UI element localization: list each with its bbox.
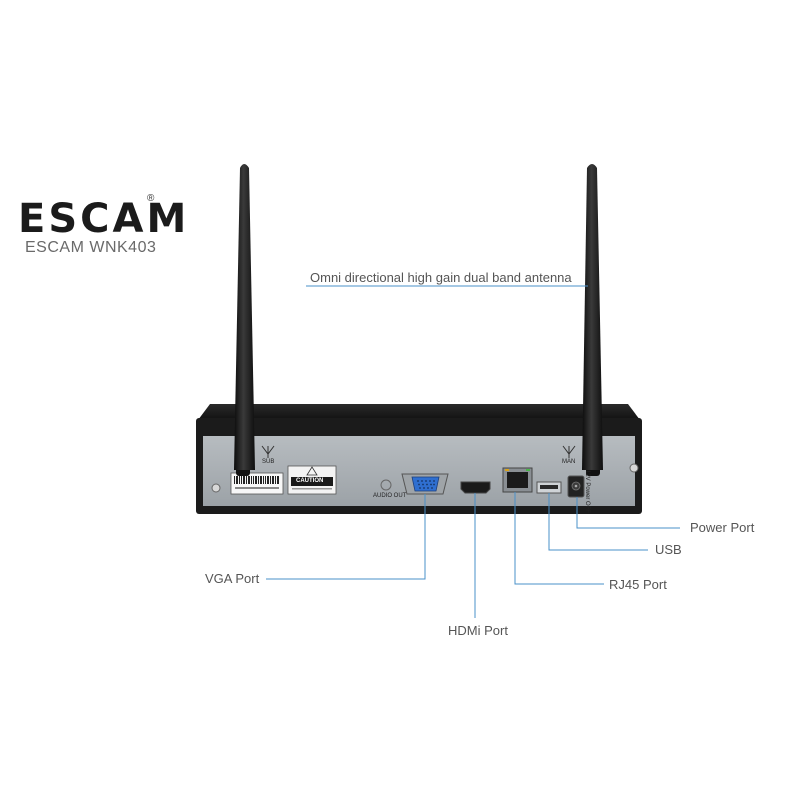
usb-callout-line xyxy=(548,493,648,551)
callout-lines xyxy=(266,285,680,618)
right-antenna xyxy=(582,164,603,476)
audio-out-jack xyxy=(380,479,392,491)
power-spec-label: 12V Power OFF xyxy=(584,470,590,514)
hdmi-port xyxy=(460,481,491,494)
screw xyxy=(629,463,639,473)
antenna-symbol-icon xyxy=(261,445,576,458)
left-antenna xyxy=(234,164,255,476)
audio-out-label: AUDIO OUT xyxy=(373,493,407,499)
antenna-callout-label: Omni directional high gain dual band ant… xyxy=(310,270,572,285)
brand-logo: ESCAM xyxy=(18,196,190,242)
caution-bar xyxy=(291,477,333,486)
vga-callout-line xyxy=(266,494,426,580)
device-top xyxy=(198,404,640,420)
usb-label: USB xyxy=(655,542,682,557)
screw xyxy=(211,483,221,493)
man-antenna-label: MAN xyxy=(562,459,576,465)
hdmi-port-label: HDMi Port xyxy=(448,623,508,638)
vga-port-label: VGA Port xyxy=(205,571,260,586)
rj45-callout-line xyxy=(514,492,604,585)
power-port-label: Power Port xyxy=(690,520,755,535)
power-callout-line xyxy=(576,497,680,529)
caution-label: CAUTION xyxy=(296,478,324,484)
model-name: ESCAM WNK403 xyxy=(25,239,157,256)
rj45-port-label: RJ45 Port xyxy=(609,577,667,592)
registered-mark: ® xyxy=(147,193,155,204)
sub-antenna-label: SUB xyxy=(262,459,275,465)
barcode xyxy=(234,476,279,489)
warning-triangle-icon xyxy=(306,466,318,476)
